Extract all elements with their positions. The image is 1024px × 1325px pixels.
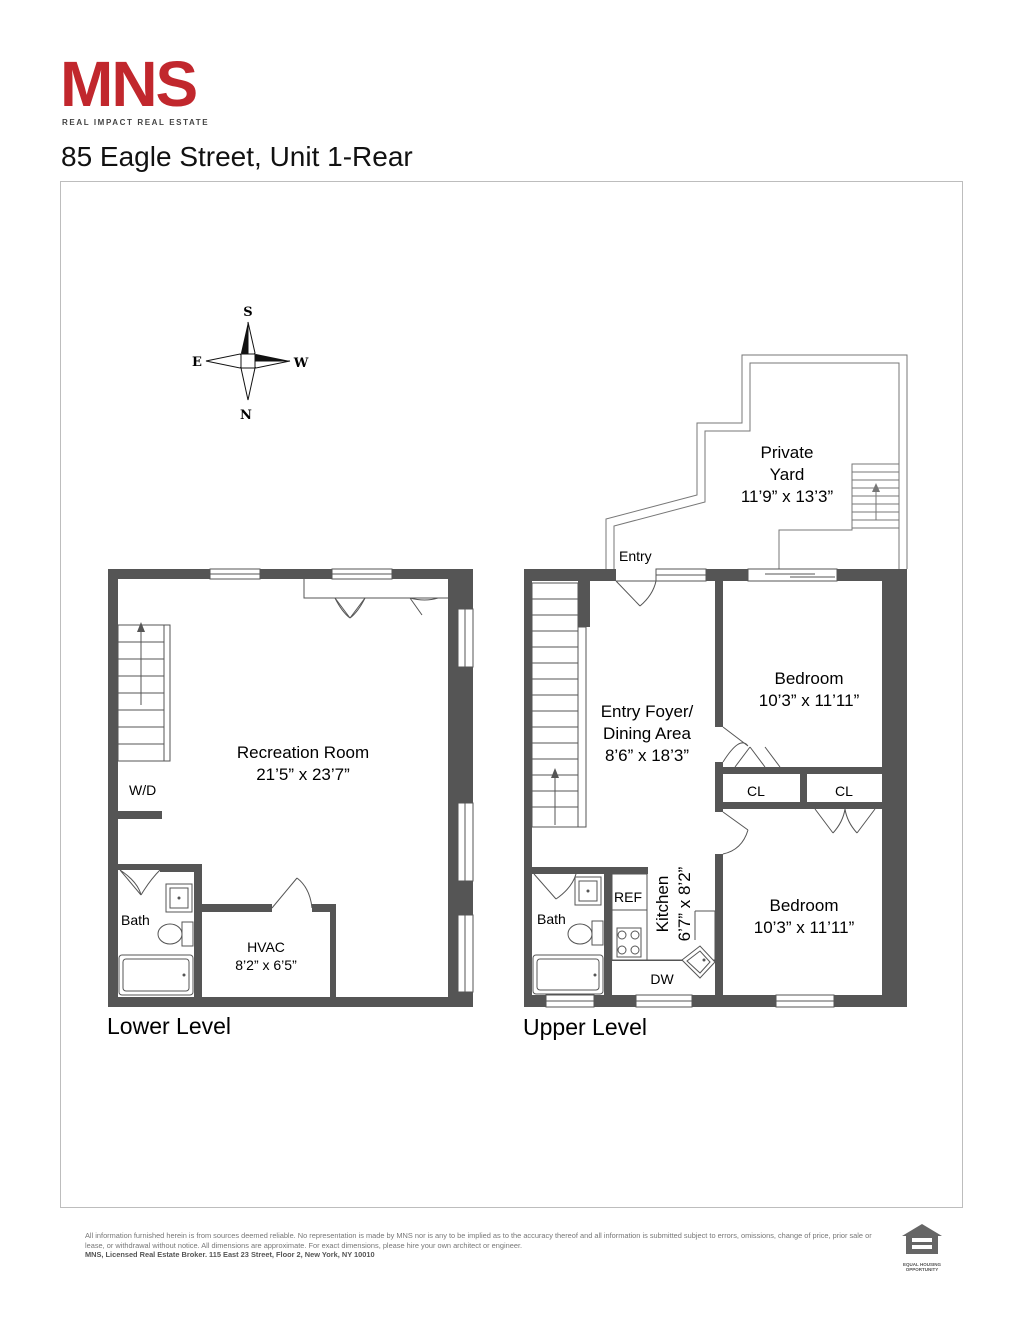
equal-housing-caption: EQUAL HOUSING OPPORTUNITY	[903, 1262, 941, 1272]
disclaimer-text: All information furnished herein is from…	[85, 1231, 872, 1250]
compass-north-label: N	[240, 408, 252, 423]
dw-label: DW	[650, 971, 674, 987]
closet-2-label: CL	[835, 783, 853, 799]
equal-housing-logo: EQUAL HOUSING OPPORTUNITY	[898, 1222, 946, 1272]
ref-label: REF	[614, 889, 642, 905]
hvac-label: HVAC	[247, 939, 285, 955]
entry-foyer-dims: 8’6” x 18’3”	[605, 746, 689, 765]
compass-east-label: E	[192, 355, 202, 370]
compass-rose: S N E W	[192, 305, 309, 423]
bedroom-1-dims: 10’3” x 11’11”	[759, 691, 860, 710]
lower-bath-label: Bath	[121, 912, 150, 928]
bedroom-1-label: Bedroom	[775, 669, 844, 688]
entry-label: Entry	[619, 548, 652, 564]
private-yard-dims: 11’9” x 13’3”	[741, 487, 834, 506]
private-yard-label-line1: Private	[761, 443, 814, 462]
compass-south-label: S	[243, 305, 252, 320]
recreation-room-label: Recreation Room	[237, 743, 369, 762]
entry-foyer-label-line2: Dining Area	[603, 724, 691, 743]
upper-bath-label: Bath	[537, 911, 566, 927]
closet-1-label: CL	[747, 783, 765, 799]
hvac-dims: 8’2” x 6’5”	[235, 957, 297, 973]
bedroom-2-label: Bedroom	[770, 896, 839, 915]
logo-tagline: REAL IMPACT REAL ESTATE	[62, 118, 210, 127]
upper-level-plan: Private Yard 11’9” x 13’3” Entry Entry F…	[524, 354, 908, 1008]
bedroom-2-dims: 10’3” x 11’11”	[754, 918, 855, 937]
footer-disclaimer: All information furnished herein is from…	[85, 1231, 875, 1260]
compass-west-label: W	[293, 356, 309, 371]
property-address: 85 Eagle Street, Unit 1-Rear	[61, 141, 413, 172]
broker-info: MNS, Licensed Real Estate Broker. 115 Ea…	[85, 1250, 375, 1259]
floor-plan-frame	[60, 181, 963, 1208]
wd-label: W/D	[129, 782, 156, 798]
lower-level-plan: Recreation Room 21’5” x 23’7” W/D Bath H…	[108, 568, 474, 1007]
recreation-room-dims: 21’5” x 23’7”	[256, 765, 350, 784]
upper-level-title: Upper Level	[523, 1014, 647, 1040]
kitchen-label: Kitchen	[653, 876, 672, 933]
private-yard-label-line2: Yard	[770, 465, 805, 484]
lower-level-title: Lower Level	[107, 1013, 231, 1039]
equal-housing-icon	[902, 1224, 942, 1254]
mns-logo: MNS	[60, 48, 198, 120]
entry-foyer-label-line1: Entry Foyer/	[601, 702, 694, 721]
kitchen-dims: 6’7” x 8’2”	[675, 866, 694, 941]
